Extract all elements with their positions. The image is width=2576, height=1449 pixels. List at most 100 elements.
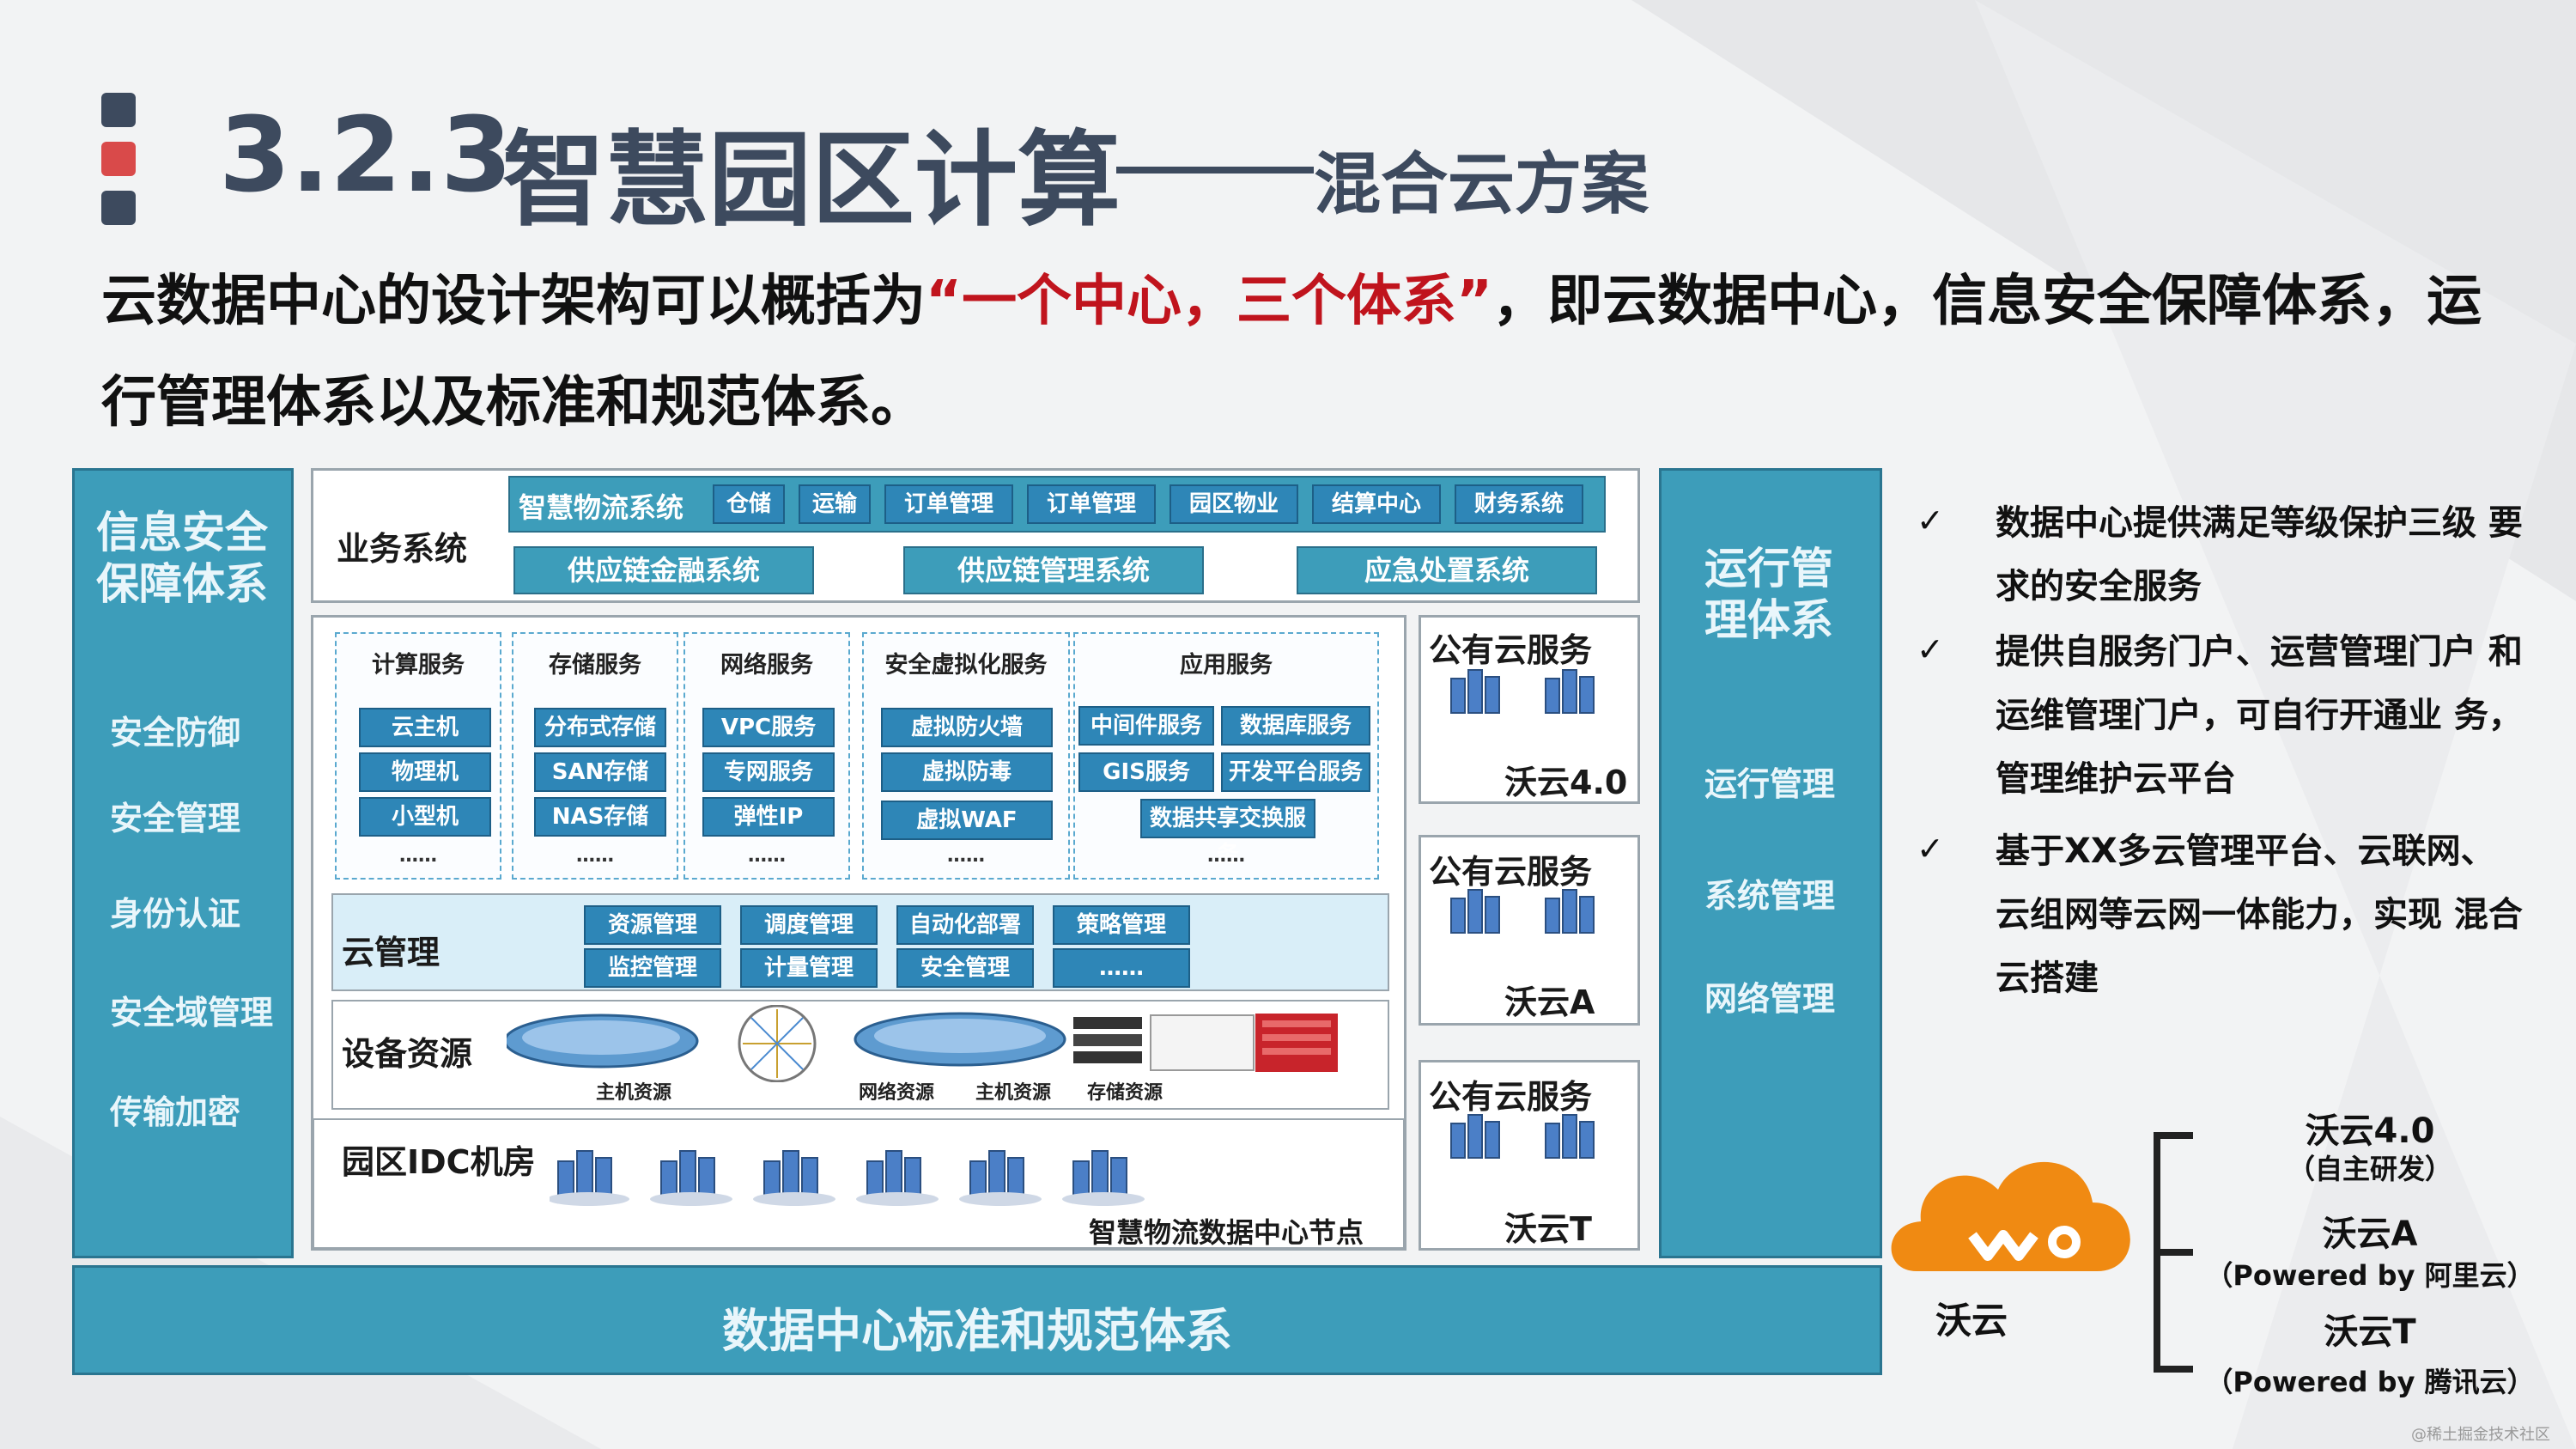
- security-item-4: 安全域管理: [110, 994, 274, 1032]
- cloud-mgmt-tag-4: 策略管理: [1053, 905, 1190, 945]
- device-caption-2: 网络资源: [859, 1082, 935, 1104]
- service-compute-title: 计算服务: [372, 652, 465, 679]
- biz-tag-4: 订单管理: [1027, 484, 1156, 524]
- storage-item-1: 分布式存储: [534, 708, 666, 747]
- app-more: ……: [1207, 845, 1245, 867]
- app-item-2: 数据库服务: [1221, 706, 1370, 746]
- device-caption-1: 主机资源: [596, 1082, 672, 1104]
- compute-item-1: 云主机: [359, 708, 491, 747]
- cloud-mgmt-tag-3: 自动化部署: [896, 905, 1034, 945]
- storage-more: ……: [576, 845, 614, 867]
- cloud-mgmt-tag-7: 安全管理: [896, 948, 1034, 988]
- intro-highlight: “一个中心，三个体系”: [926, 270, 1493, 333]
- security-panel: [72, 468, 294, 1258]
- app-item-3: GIS服务: [1078, 752, 1214, 792]
- service-storage-title: 存储服务: [549, 652, 641, 679]
- brand-2-sub: （Powered by 阿里云）: [2205, 1259, 2535, 1292]
- device-illustration: [507, 1005, 1338, 1082]
- cloud-mgmt-tag-8: ……: [1053, 948, 1190, 988]
- secvirt-item-3: 虚拟WAF: [881, 801, 1053, 840]
- woyun-cloud-logo: [1891, 1161, 2130, 1271]
- network-item-3: 弹性IP: [702, 797, 835, 837]
- service-network-title: 网络服务: [720, 652, 813, 679]
- operations-item-3: 网络管理: [1704, 980, 1836, 1018]
- business-label: 业务系统: [337, 530, 468, 568]
- public-cloud-3-title: 公有云服务: [1429, 1078, 1593, 1116]
- operations-item-1: 运行管理: [1704, 765, 1836, 803]
- device-caption-4: 存储资源: [1087, 1082, 1163, 1104]
- public-cloud-server-icons: [1450, 669, 1595, 1159]
- intro-paragraph: 云数据中心的设计架构可以概括为“一个中心，三个体系”，即云数据中心，信息安全保障…: [101, 251, 2488, 454]
- cloud-mgmt-tag-2: 调度管理: [740, 905, 878, 945]
- watermark: @稀土掘金技术社区: [2411, 1426, 2550, 1444]
- biz-tag-1: 仓储: [713, 484, 785, 524]
- device-caption-3: 主机资源: [975, 1082, 1052, 1104]
- check-icon-2: ✓: [1917, 630, 1944, 668]
- public-cloud-2-name: 沃云A: [1504, 983, 1595, 1021]
- bullet-2: 提供自服务门户、运营管理门户 和运维管理门户，可自行开通业 务，管理维护云平台: [1996, 632, 2523, 799]
- biz-tag-2: 运输: [799, 484, 871, 524]
- public-cloud-3-name: 沃云T: [1504, 1210, 1592, 1248]
- app-item-1: 中间件服务: [1078, 706, 1214, 746]
- compute-item-2: 物理机: [359, 752, 491, 792]
- woyun-logo-label: 沃云: [1935, 1300, 2008, 1342]
- idc-label: 园区IDC机房: [342, 1143, 536, 1181]
- security-panel-title: 信息安全保障体系: [96, 508, 268, 609]
- operations-panel-title: 运行管理体系: [1704, 544, 1833, 645]
- intro-part2: ，即云数据中心，信息安全保障体系，运行管理体系以及标准和规范体系。: [101, 270, 2482, 435]
- page-title: 智慧园区计算: [502, 121, 1121, 240]
- section-number: 3.2.3: [219, 96, 513, 216]
- idc-caption: 智慧物流数据中心节点: [1089, 1216, 1364, 1249]
- standards-bar: [72, 1265, 1882, 1375]
- idc-server-racks: [550, 1150, 1145, 1206]
- title-square-bottom: [101, 191, 136, 225]
- network-item-1: VPC服务: [702, 708, 835, 747]
- brand-bracket: [2154, 1132, 2193, 1373]
- idc-row: [313, 1118, 1405, 1249]
- secvirt-more: ……: [947, 845, 985, 867]
- biz-tag-7: 财务系统: [1455, 484, 1583, 524]
- public-cloud-2-title: 公有云服务: [1429, 853, 1593, 891]
- check-icon-1: ✓: [1917, 502, 1944, 539]
- app-item-5: 数据共享交换服务: [1140, 799, 1315, 868]
- title-square-mid: [101, 142, 136, 176]
- network-item-2: 专网服务: [702, 752, 835, 792]
- intro-part1: 云数据中心的设计架构可以概括为: [101, 270, 926, 333]
- bullet-3: 基于XX多云管理平台、云联网、云组网等云网一体能力，实现 混合云搭建: [1996, 831, 2523, 998]
- brand-3-sub: （Powered by 腾讯云）: [2205, 1366, 2535, 1398]
- device-label: 设备资源: [342, 1035, 473, 1073]
- public-cloud-1-name: 沃云4.0: [1504, 764, 1628, 801]
- biz-tag-supply-finance: 供应链金融系统: [513, 546, 814, 594]
- page-subtitle: 混合云方案: [1314, 146, 1649, 223]
- storage-item-3: NAS存储: [534, 797, 666, 837]
- service-application-title: 应用服务: [1180, 652, 1273, 679]
- title-square-top: [101, 93, 136, 127]
- brand-3-name: 沃云T: [2324, 1312, 2416, 1352]
- title-dash: [1116, 167, 1314, 174]
- security-item-3: 身份认证: [110, 895, 241, 933]
- security-item-1: 安全防御: [110, 714, 241, 752]
- cloud-mgmt-tag-1: 资源管理: [584, 905, 721, 945]
- brand-1-name: 沃云4.0: [2305, 1111, 2435, 1151]
- cloud-mgmt-tag-5: 监控管理: [584, 948, 721, 988]
- service-security-virt-title: 安全虚拟化服务: [884, 652, 1048, 679]
- compute-more: ……: [399, 845, 437, 867]
- operations-item-2: 系统管理: [1704, 877, 1836, 915]
- compute-item-3: 小型机: [359, 797, 491, 837]
- biz-tag-supply-mgmt: 供应链管理系统: [903, 546, 1204, 594]
- storage-item-2: SAN存储: [534, 752, 666, 792]
- check-icon-3: ✓: [1917, 830, 1944, 868]
- operations-panel: [1659, 468, 1882, 1258]
- cloud-mgmt-tag-6: 计量管理: [740, 948, 878, 988]
- standards-bar-label: 数据中心标准和规范体系: [722, 1304, 1232, 1358]
- cloud-mgmt-label: 云管理: [342, 934, 440, 971]
- bullet-1: 数据中心提供满足等级保护三级 要求的安全服务: [1996, 503, 2523, 606]
- public-cloud-1-title: 公有云服务: [1429, 631, 1593, 669]
- security-item-5: 传输加密: [110, 1093, 241, 1131]
- app-item-4: 开发平台服务: [1221, 752, 1370, 792]
- brand-1-sub: （自主研发）: [2287, 1153, 2452, 1185]
- security-item-2: 安全管理: [110, 800, 241, 837]
- secvirt-item-1: 虚拟防火墙: [881, 708, 1053, 747]
- biz-tag-3: 订单管理: [884, 484, 1013, 524]
- public-cloud-1: [1419, 615, 1640, 804]
